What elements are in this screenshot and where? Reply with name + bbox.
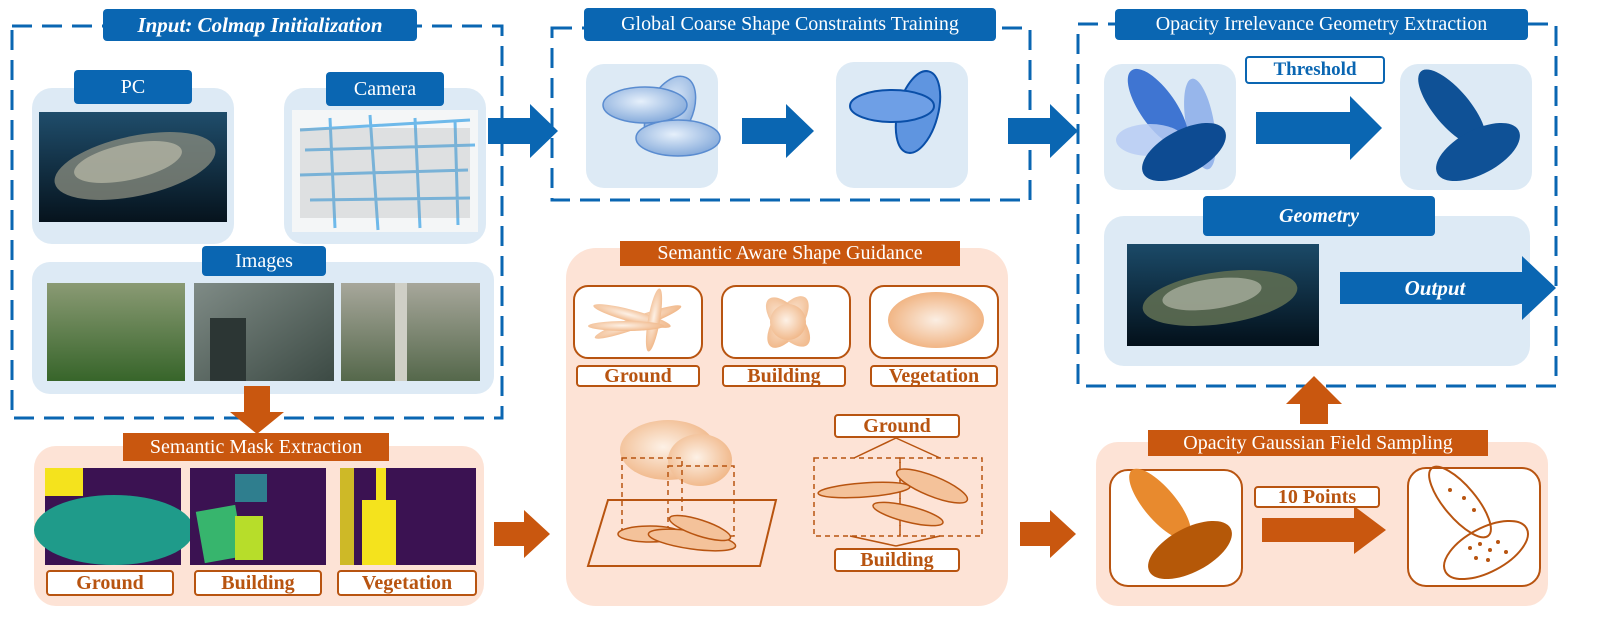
mask-label-vegetation: Vegetation <box>337 570 477 596</box>
mask-veg-stripe <box>376 468 386 508</box>
sampling-out-1 <box>1428 465 1492 539</box>
arrow-mask-to-guidance <box>494 510 550 558</box>
mask-ground-veg <box>45 468 83 496</box>
guidance-label-ground: Ground <box>576 365 700 387</box>
extract-gauss-4 <box>1142 122 1226 182</box>
image-aerial-3 <box>341 283 480 381</box>
mask-label-building: Building <box>194 570 322 596</box>
coarse-panel-frame <box>550 26 1032 202</box>
camera-label: Camera <box>326 72 444 106</box>
arrow-input-to-mask <box>230 386 284 434</box>
mask-panel-title: Semantic Mask Extraction <box>123 433 389 461</box>
input-panel-title: Input: Colmap Initialization <box>103 9 417 41</box>
guidance-inset-ground-label: Ground <box>834 414 960 438</box>
sampling-panel-title: Opacity Gaussian Field Sampling <box>1148 430 1488 456</box>
coarse-inner-arrow <box>742 104 814 158</box>
extract-out-2 <box>1436 122 1520 182</box>
sampling-gauss-1 <box>1129 468 1191 540</box>
arrow-input-to-coarse <box>488 104 558 158</box>
arrow-sampling-to-extraction <box>1286 376 1342 424</box>
images-label: Images <box>202 246 326 276</box>
arrow-guidance-to-sampling <box>1020 510 1076 558</box>
output-label: Output <box>1404 275 1466 300</box>
ground-gauss-3 <box>645 288 663 352</box>
output-arrow <box>1340 256 1556 320</box>
geometry-island-detail <box>1162 277 1262 311</box>
threshold-arrow <box>1256 96 1382 160</box>
camera-frustums <box>299 114 476 231</box>
points-label: 10 Points <box>1254 486 1380 508</box>
pc-city-detail <box>74 141 182 183</box>
threshold-label: Threshold <box>1245 56 1385 84</box>
guidance-3d-illustration <box>586 420 778 567</box>
mask-building-b2 <box>235 516 263 560</box>
mask-ground-region <box>34 495 194 565</box>
guidance-label-building: Building <box>722 365 846 387</box>
sampling-out-2 <box>1443 519 1529 581</box>
coarse-gaussian-a2 <box>849 89 935 123</box>
coarse-gaussian-b3 <box>635 119 721 157</box>
sampling-card-output <box>1407 467 1541 587</box>
pc-label: PC <box>74 70 192 104</box>
mask-vegetation <box>340 468 476 565</box>
mask-building-b1 <box>195 504 245 564</box>
extract-out-1 <box>1418 69 1486 147</box>
points-arrow <box>1262 506 1386 554</box>
extract-gauss-2 <box>1127 68 1189 148</box>
image-aerial-1 <box>47 283 185 381</box>
guidance-panel-title: Semantic Aware Shape Guidance <box>620 241 960 266</box>
geometry-label: Geometry <box>1203 196 1435 236</box>
building-gauss-3 <box>770 304 806 340</box>
sampling-gauss-2 <box>1148 520 1232 580</box>
camera-scene-gray <box>300 128 470 218</box>
extraction-panel-title: Opacity Irrelevance Geometry Extraction <box>1115 9 1528 40</box>
guidance-label-vegetation: Vegetation <box>870 365 998 387</box>
guidance-inset-building-label: Building <box>834 548 960 572</box>
image-aerial-2-building <box>210 318 246 381</box>
image-aerial-3-road <box>395 283 407 381</box>
coarse-gaussian-b2 <box>602 86 688 124</box>
mask-label-ground: Ground <box>46 570 174 596</box>
coarse-panel-title: Global Coarse Shape Constraints Training <box>584 8 996 41</box>
mask-veg-band <box>362 500 396 565</box>
vegetation-gauss <box>888 292 984 348</box>
arrow-coarse-to-extraction <box>1008 104 1078 158</box>
mask-building-b3 <box>235 474 267 502</box>
ground-gauss-4 <box>588 321 664 331</box>
guidance-inset-illustration <box>813 437 983 547</box>
mask-veg-left <box>340 468 354 565</box>
sampling-points <box>1448 488 1508 562</box>
